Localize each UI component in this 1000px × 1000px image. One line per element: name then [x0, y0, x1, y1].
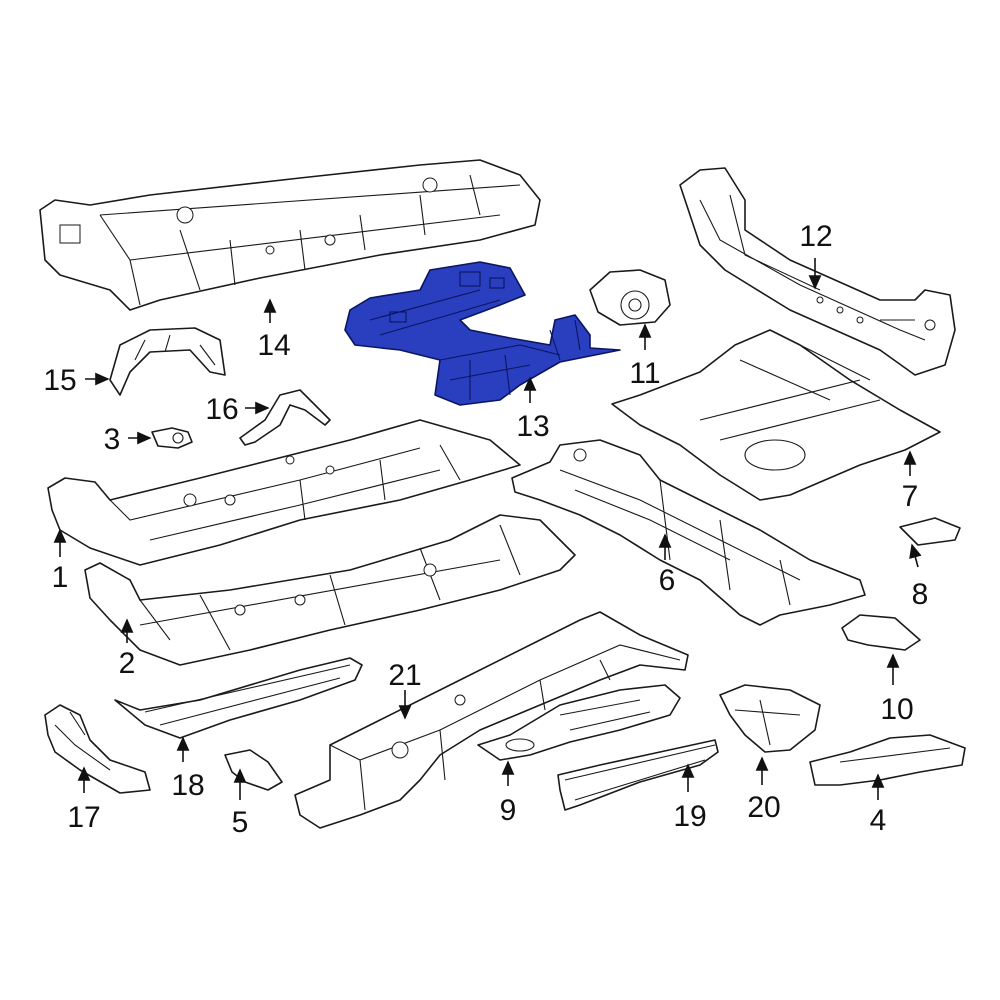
- callout-labels: 1 2 3 4 5 6 7 8 9 10 11 12 13 14 15 16 1…: [43, 220, 928, 839]
- callout-18[interactable]: 18: [171, 769, 204, 802]
- part-15-bracket[interactable]: [109, 327, 226, 396]
- callout-8[interactable]: 8: [912, 578, 929, 611]
- part-2-floor-pan-center[interactable]: [84, 514, 576, 666]
- callout-19[interactable]: 19: [673, 800, 706, 833]
- part-16-brace[interactable]: [239, 389, 331, 446]
- part-20-gusset[interactable]: [719, 684, 821, 753]
- callout-17[interactable]: 17: [67, 801, 100, 834]
- part-17-extension[interactable]: [44, 704, 151, 794]
- callout-20[interactable]: 20: [747, 791, 780, 824]
- callout-12[interactable]: 12: [799, 220, 832, 253]
- part-21-side-member[interactable]: [294, 611, 689, 829]
- callout-14[interactable]: 14: [257, 329, 290, 362]
- callout-15[interactable]: 15: [43, 364, 76, 397]
- part-1-floor-pan[interactable]: [47, 419, 521, 566]
- callout-7[interactable]: 7: [902, 480, 919, 513]
- callout-11[interactable]: 11: [629, 357, 660, 390]
- part-7-rear-floor[interactable]: [611, 329, 941, 501]
- part-9-reinforcement[interactable]: [477, 684, 681, 761]
- callout-6[interactable]: 6: [659, 564, 676, 597]
- callout-3[interactable]: 3: [104, 423, 121, 456]
- part-11-cover[interactable]: [589, 269, 671, 326]
- part-12-rear-crossmember[interactable]: [679, 167, 956, 376]
- part-4-bracket[interactable]: [809, 734, 966, 786]
- leader-8: [909, 543, 922, 568]
- part-3-clip[interactable]: [151, 427, 193, 449]
- part-6-rear-rail[interactable]: [511, 439, 866, 626]
- part-18-sill[interactable]: [114, 657, 363, 739]
- part-13-center-brace[interactable]: [344, 261, 621, 406]
- callout-1[interactable]: 1: [52, 561, 69, 594]
- part-10-bracket[interactable]: [841, 614, 921, 651]
- callout-4[interactable]: 4: [870, 804, 887, 837]
- part-14-dash-panel[interactable]: [39, 159, 541, 311]
- part-5-bracket[interactable]: [224, 749, 283, 791]
- callout-10[interactable]: 10: [880, 693, 913, 726]
- leader-lines: [53, 258, 922, 800]
- callout-21[interactable]: 21: [388, 659, 421, 692]
- callout-5[interactable]: 5: [232, 806, 249, 839]
- callout-9[interactable]: 9: [500, 794, 517, 827]
- callout-13[interactable]: 13: [516, 410, 549, 443]
- callout-16[interactable]: 16: [205, 393, 238, 426]
- part-8-small-bracket[interactable]: [899, 517, 961, 546]
- callout-2[interactable]: 2: [119, 647, 136, 680]
